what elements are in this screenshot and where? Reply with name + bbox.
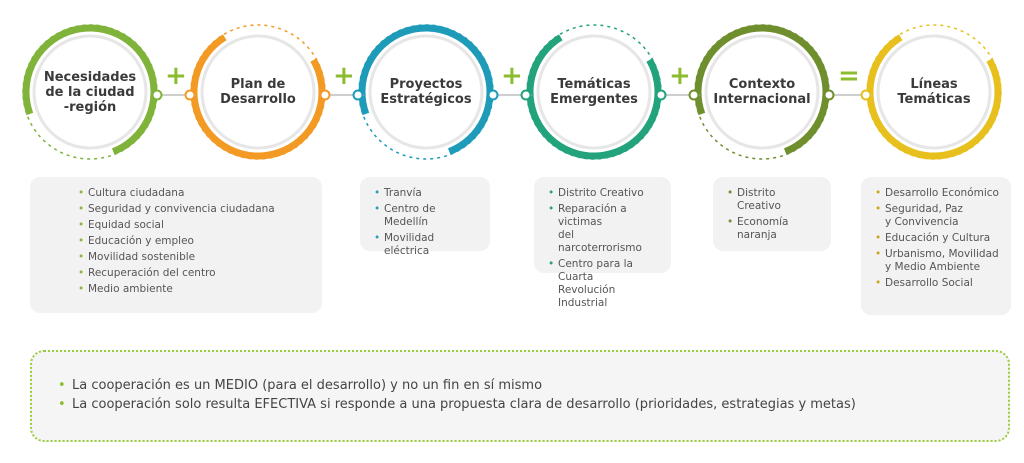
node-title: Necesidades de la ciudad -región xyxy=(43,69,137,115)
node-title: Temáticas Emergentes xyxy=(550,77,638,107)
list-item: Tranvía xyxy=(372,187,480,200)
list-item: Economía naranja xyxy=(725,216,821,242)
node-contexto: Contexto Internacional xyxy=(692,22,832,162)
node-title: Contexto Internacional xyxy=(713,77,811,107)
conclusion-box: La cooperación es un MEDIO (para el desa… xyxy=(30,350,1010,442)
list-item: Desarrollo Económico xyxy=(873,187,1001,200)
list-item: Equidad social xyxy=(76,219,312,232)
box-proyectos: Tranvía Centro de Medellín Movilidad elé… xyxy=(360,177,490,257)
list-item: Desarrollo Social xyxy=(873,277,1001,290)
node-necesidades: Necesidades de la ciudad -región xyxy=(20,22,160,162)
item-list: Cultura ciudadana Seguridad y convivenci… xyxy=(42,187,312,296)
item-list: Tranvía Centro de Medellín Movilidad elé… xyxy=(372,187,480,258)
box-lineas: Desarrollo Económico Seguridad, Paz y Co… xyxy=(861,177,1011,315)
plus-operator: + xyxy=(165,61,187,91)
connector-lines xyxy=(151,89,872,101)
list-item: Educación y Cultura xyxy=(873,232,1001,245)
list-item: Movilidad sostenible xyxy=(76,251,312,264)
list-item: Medio ambiente xyxy=(76,283,312,296)
ring-graphic xyxy=(866,24,1002,160)
item-list: Distrito Creativo Economía naranja xyxy=(725,187,821,242)
box-necesidades: Cultura ciudadana Seguridad y convivenci… xyxy=(30,177,322,313)
node-title: Proyectos Estratégicos xyxy=(380,77,472,107)
node-title: Líneas Temáticas xyxy=(897,77,971,107)
list-item: Educación y empleo xyxy=(76,235,312,248)
list-item: Cultura ciudadana xyxy=(76,187,312,200)
list-item: Seguridad, Paz y Convivencia xyxy=(873,203,1001,229)
plus-operator: + xyxy=(501,61,523,91)
list-item: Centro de Medellín xyxy=(372,203,480,229)
conclusion-item: La cooperación solo resulta EFECTIVA si … xyxy=(58,395,984,414)
equals-operator: = xyxy=(838,61,860,91)
node-lineas: Líneas Temáticas xyxy=(864,22,1004,162)
list-item: Centro para la Cuarta Revolución Industr… xyxy=(546,258,661,310)
node-title: Plan de Desarrollo xyxy=(220,77,296,107)
list-item: Urbanismo, Movilidad y Medio Ambiente xyxy=(873,248,1001,274)
ring-graphic xyxy=(22,24,158,160)
plus-operator: + xyxy=(669,61,691,91)
ring-graphic xyxy=(358,24,494,160)
conclusion-item: La cooperación es un MEDIO (para el desa… xyxy=(58,376,984,395)
list-item: Reparación a victimas del narcoterrorism… xyxy=(546,203,661,255)
node-proyectos: Proyectos Estratégicos xyxy=(356,22,496,162)
node-plan: Plan de Desarrollo xyxy=(188,22,328,162)
item-list: Desarrollo Económico Seguridad, Paz y Co… xyxy=(873,187,1001,290)
ring-graphic xyxy=(526,24,662,160)
box-tematicas: Distrito Creativo Reparación a victimas … xyxy=(534,177,671,309)
list-item: Movilidad eléctrica xyxy=(372,232,480,258)
list-item: Seguridad y convivencia ciudadana xyxy=(76,203,312,216)
list-item: Distrito Creativo xyxy=(725,187,821,213)
list-item: Recuperación del centro xyxy=(76,267,312,280)
list-item: Distrito Creativo xyxy=(546,187,661,200)
box-contexto: Distrito Creativo Economía naranja xyxy=(713,177,831,251)
plus-operator: + xyxy=(333,61,355,91)
node-tematicas: Temáticas Emergentes xyxy=(524,22,664,162)
item-list: Distrito Creativo Reparación a victimas … xyxy=(546,187,661,310)
